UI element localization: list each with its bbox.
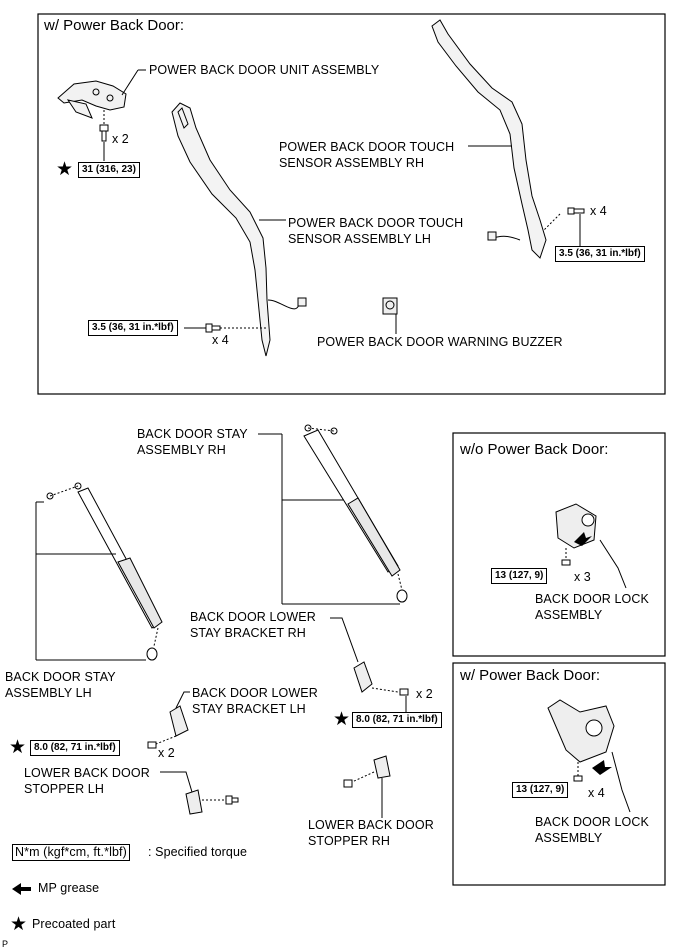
label-stay-lh-line2: ASSEMBLY LH — [5, 686, 92, 700]
label-stay-rh-line1: BACK DOOR STAY — [137, 427, 248, 441]
precoated-star-icon: ★ — [333, 709, 351, 730]
label-touch-lh-line2: SENSOR ASSEMBLY LH — [288, 232, 432, 246]
label-stopper-lh-line2: STOPPER LH — [24, 782, 104, 796]
touch-lh-bolt-drawing — [184, 323, 266, 333]
label-stopper-lh-line1: LOWER BACK DOOR — [24, 766, 150, 780]
w-power-panel-title: w/ Power Back Door: — [460, 667, 601, 684]
legend-precoated-text: Precoated part — [32, 917, 116, 931]
lock-wo-drawing — [555, 503, 597, 566]
qty-touch-rh: x 4 — [590, 204, 607, 218]
label-buzzer: POWER BACK DOOR WARNING BUZZER — [317, 335, 563, 349]
qty-bracket-lh: x 2 — [158, 746, 175, 760]
label-touch-rh-line1: POWER BACK DOOR TOUCH — [279, 140, 455, 154]
torque-lock-wo: 13 (127, 9) — [491, 568, 548, 584]
lock-w-drawing — [547, 699, 615, 782]
label-stay-rh-line2: ASSEMBLY RH — [137, 443, 226, 457]
label-bracket-rh-line1: BACK DOOR LOWER — [190, 610, 316, 624]
touch-sensor-lh-drawing — [171, 102, 307, 357]
unit-bolt-drawing — [99, 110, 109, 142]
torque-touch-lh: 3.5 (36, 31 in.*lbf) — [88, 320, 178, 336]
mp-grease-legend-icon — [12, 883, 31, 895]
torque-lock-w: 13 (127, 9) — [512, 782, 569, 798]
legend-torque-box: N*m (kgf*cm, ft.*lbf) — [12, 844, 130, 861]
qty-touch-lh: x 4 — [212, 333, 229, 347]
qty-bracket-rh: x 2 — [416, 687, 433, 701]
warning-buzzer-drawing — [382, 297, 398, 315]
precoated-star-icon: ★ — [9, 737, 27, 758]
label-stay-lh-line1: BACK DOOR STAY — [5, 670, 116, 684]
mp-grease-arrow-wo — [574, 532, 592, 546]
label-stopper-rh-line1: LOWER BACK DOOR — [308, 818, 434, 832]
label-lock-w-line1: BACK DOOR LOCK — [535, 815, 649, 829]
touch-sensor-rh-drawing — [431, 19, 547, 259]
stopper-lh-drawing — [185, 789, 239, 815]
stay-lh-leader — [35, 501, 146, 661]
precoated-star-icon: ★ — [56, 159, 74, 180]
mp-grease-arrow-w — [592, 760, 612, 775]
w-power-panel-frame — [452, 662, 666, 886]
torque-bracket-lh: 8.0 (82, 71 in.*lbf) — [30, 740, 120, 756]
legend-grease-text: MP grease — [38, 881, 100, 895]
label-lock-wo-line2: ASSEMBLY — [535, 608, 603, 622]
top-panel-frame — [37, 13, 666, 395]
label-touch-rh-line2: SENSOR ASSEMBLY RH — [279, 156, 425, 170]
label-bracket-rh-line2: STAY BRACKET RH — [190, 626, 306, 640]
label-lock-w-line2: ASSEMBLY — [535, 831, 603, 845]
bracket-lh-drawing — [147, 705, 189, 749]
stopper-rh-drawing — [343, 755, 391, 788]
precoated-star-icon: ★ — [10, 914, 28, 935]
label-lock-wo-line1: BACK DOOR LOCK — [535, 592, 649, 606]
label-stopper-rh-line2: STOPPER RH — [308, 834, 391, 848]
label-touch-lh-line1: POWER BACK DOOR TOUCH — [288, 216, 464, 230]
wo-power-panel-title: w/o Power Back Door: — [460, 441, 609, 458]
stay-rh-leader — [258, 433, 400, 605]
qty-lock-w: x 4 — [588, 786, 605, 800]
label-unit-assembly: POWER BACK DOOR UNIT ASSEMBLY — [149, 63, 380, 77]
torque-bracket-rh: 8.0 (82, 71 in.*lbf) — [352, 712, 442, 728]
torque-unit: 31 (316, 23) — [78, 162, 140, 178]
top-panel-title: w/ Power Back Door: — [44, 17, 185, 34]
label-bracket-lh-line1: BACK DOOR LOWER — [192, 686, 318, 700]
label-bracket-lh-line2: STAY BRACKET LH — [192, 702, 306, 716]
stay-rh-drawing — [303, 424, 408, 603]
corner-mark: P — [2, 939, 9, 949]
qty-unit: x 2 — [112, 132, 129, 146]
touch-rh-bolt-drawing — [543, 207, 585, 231]
power-back-door-unit-drawing — [57, 80, 127, 119]
legend-torque-text: : Specified torque — [148, 845, 248, 859]
wo-power-panel-frame — [452, 432, 666, 657]
bracket-rh-drawing — [353, 661, 409, 696]
qty-lock-wo: x 3 — [574, 570, 591, 584]
torque-touch-rh: 3.5 (36, 31 in.*lbf) — [555, 246, 645, 262]
stay-lh-drawing — [46, 482, 163, 661]
